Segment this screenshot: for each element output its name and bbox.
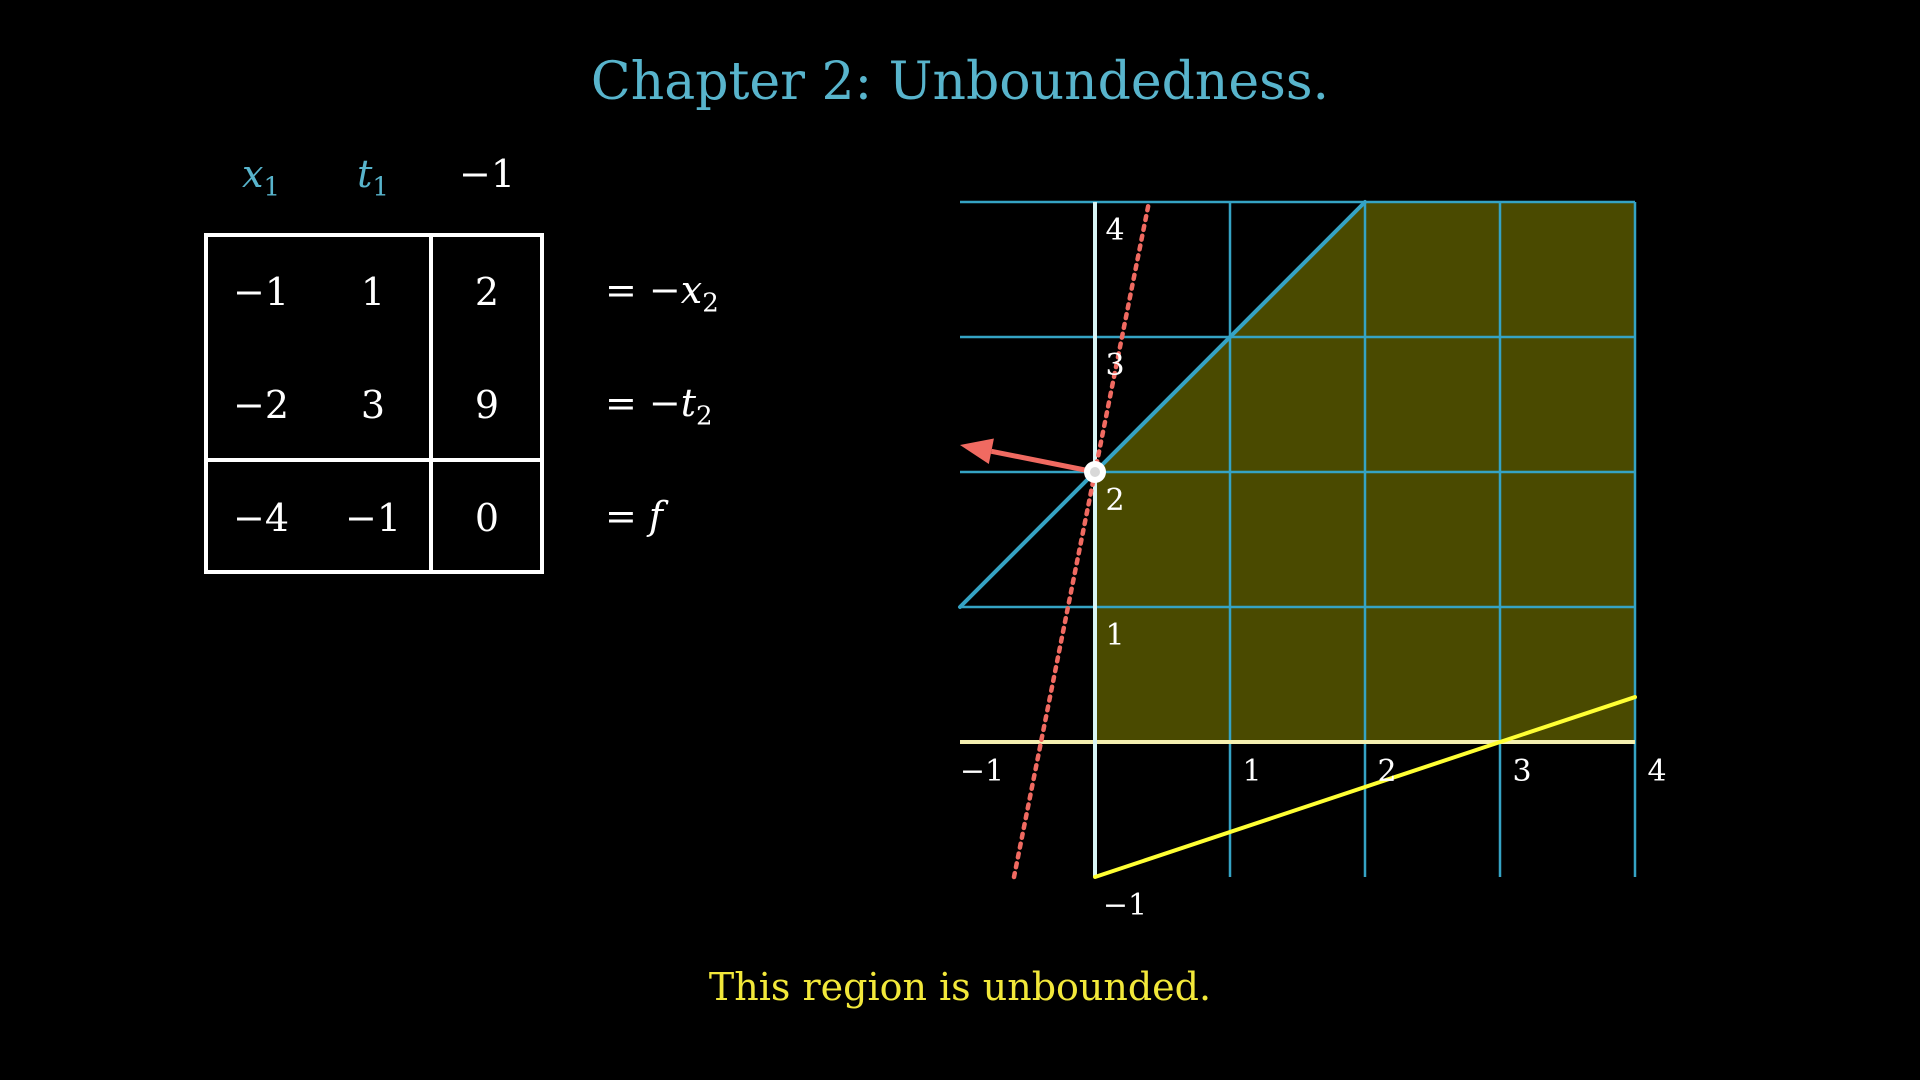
y-tick-label: 3 (1105, 348, 1124, 383)
slide-title: Chapter 2: Unboundedness. (590, 52, 1330, 112)
tableau-cell: −1 (232, 270, 290, 314)
row-label-t2: = −t2 (605, 381, 713, 432)
tableau-header-minus-one: −1 (458, 152, 516, 196)
constraint-line (958, 200, 1367, 609)
direction-arrow-head (960, 438, 994, 465)
objective-line (1011, 199, 1152, 880)
tableau-cell: 3 (360, 383, 386, 427)
tableau-cell: 0 (474, 496, 500, 540)
tableau-border-top (204, 233, 544, 237)
tableau-header-t1: t1 (357, 152, 389, 203)
direction-arrow-shaft (990, 448, 1096, 475)
y-tick-label: −1 (1103, 888, 1147, 923)
tableau-divider-vertical (429, 233, 433, 574)
tableau-border-bottom (204, 570, 544, 574)
tableau-cell: −1 (344, 496, 402, 540)
tableau-header-x1: x1 (242, 152, 280, 203)
y-tick-label: 1 (1105, 618, 1124, 653)
row-label-f: = f (605, 494, 663, 538)
tableau-cell: −2 (232, 383, 290, 427)
tableau-border-left (204, 233, 208, 574)
x-tick-label: −1 (960, 754, 1004, 789)
tableau-divider-horizontal (204, 458, 544, 462)
tableau-cell: 2 (474, 270, 500, 314)
current-vertex-inner (1090, 467, 1100, 477)
x-tick-label: 4 (1647, 754, 1666, 789)
tableau-cell: −4 (232, 496, 290, 540)
row-label-x2: = −x2 (605, 268, 719, 319)
x-tick-label: 1 (1242, 754, 1261, 789)
y-tick-label: 2 (1105, 483, 1124, 518)
tableau-cell: 1 (360, 270, 386, 314)
tableau-border-right (540, 233, 544, 574)
tableau-cell: 9 (474, 383, 500, 427)
x-tick-label: 3 (1512, 754, 1531, 789)
y-tick-label: 4 (1105, 213, 1124, 248)
caption: This region is unbounded. (708, 965, 1212, 1009)
constraint-line (1093, 695, 1637, 879)
x-tick-label: 2 (1377, 754, 1396, 789)
